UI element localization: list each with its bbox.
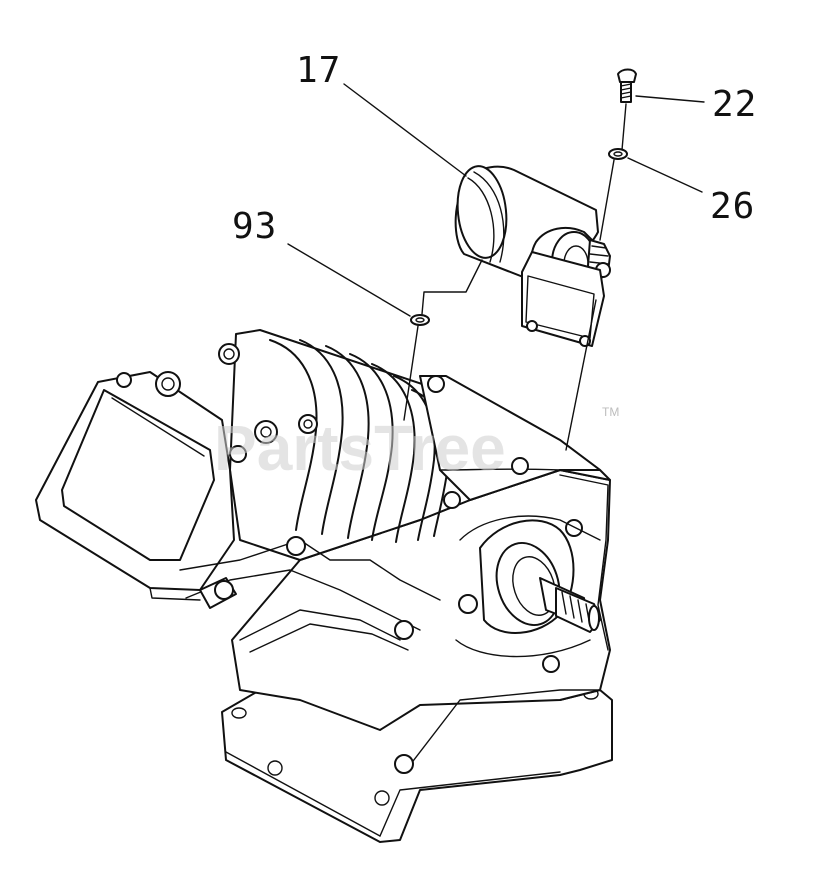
assembly-lines [403,103,627,451]
head-bolts [218,343,445,463]
watermark-text: PartsTree [214,412,506,484]
callout-93: 93 [232,206,277,247]
watermark-tm: TM [602,405,619,419]
crankshaft-output [479,519,601,634]
starter-washer [608,148,628,160]
starter-screw [617,68,637,103]
callout-leaders [287,83,705,317]
starter-motor [454,165,611,347]
lower-washer [410,314,430,326]
callout-26: 26 [710,186,755,227]
callout-17: 17 [296,50,341,91]
callout-22: 22 [712,84,757,125]
